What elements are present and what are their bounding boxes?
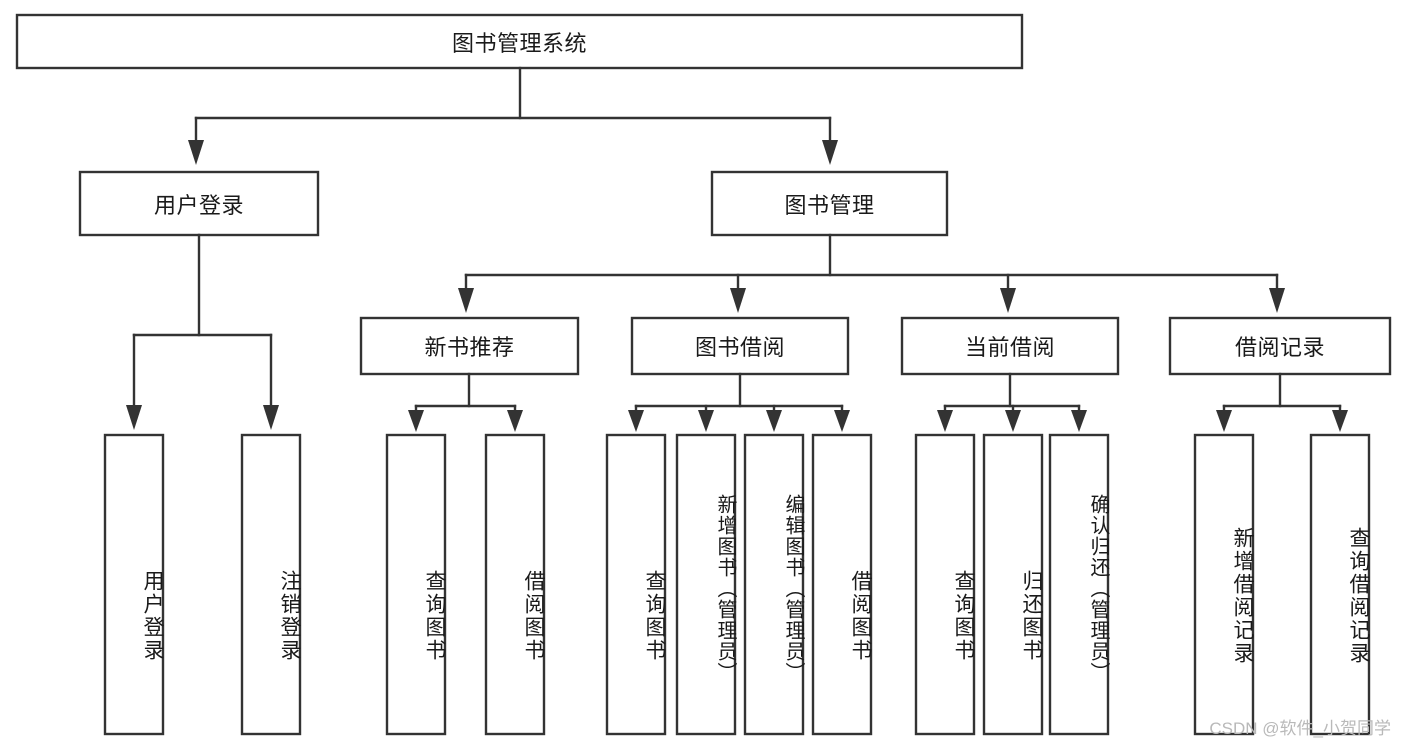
node-box-leaf-3[interactable]: [385, 433, 447, 736]
node-box-current-borrow[interactable]: [900, 316, 1120, 376]
arrow-head-leaf-2: [263, 405, 279, 430]
node-box-leaf-8[interactable]: [811, 433, 873, 736]
arrow-head-leaf-12: [1216, 410, 1232, 432]
node-box-borrow-record[interactable]: [1168, 316, 1392, 376]
arrow-head-leaf-6: [698, 410, 714, 432]
node-box-leaf-6[interactable]: [675, 433, 737, 736]
node-box-leaf-4[interactable]: [484, 433, 546, 736]
arrow-head-new-book-recommend: [458, 288, 474, 313]
arrow-head-leaf-7: [766, 410, 782, 432]
node-box-leaf-2[interactable]: [240, 433, 302, 736]
node-box-leaf-9[interactable]: [914, 433, 976, 736]
node-box-user-login[interactable]: [78, 170, 320, 237]
arrow-head-leaf-5: [628, 410, 644, 432]
node-box-book-management[interactable]: [710, 170, 949, 237]
arrow-head-user-login: [188, 140, 204, 165]
node-box-leaf-1[interactable]: [103, 433, 165, 736]
node-box-new-book-recommend[interactable]: [359, 316, 580, 376]
node-box-leaf-12[interactable]: [1193, 433, 1255, 736]
arrow-head-leaf-13: [1332, 410, 1348, 432]
node-box-book-borrow[interactable]: [630, 316, 850, 376]
node-box-leaf-11[interactable]: [1048, 433, 1110, 736]
node-box-root[interactable]: [15, 13, 1024, 70]
node-box-leaf-7[interactable]: [743, 433, 805, 736]
node-box-leaf-13[interactable]: [1309, 433, 1371, 736]
arrow-head-leaf-4: [507, 410, 523, 432]
arrow-head-book-management: [822, 140, 838, 165]
arrow-head-leaf-8: [834, 410, 850, 432]
arrow-head-leaf-9: [937, 410, 953, 432]
arrow-head-borrow-record: [1269, 288, 1285, 313]
arrow-head-leaf-3: [408, 410, 424, 432]
arrow-head-book-borrow: [730, 288, 746, 313]
arrow-head-leaf-11: [1071, 410, 1087, 432]
node-box-leaf-10[interactable]: [982, 433, 1044, 736]
arrow-head-leaf-10: [1005, 410, 1021, 432]
arrow-head-leaf-1: [126, 405, 142, 430]
node-box-leaf-5[interactable]: [605, 433, 667, 736]
arrow-head-current-borrow: [1000, 288, 1016, 313]
